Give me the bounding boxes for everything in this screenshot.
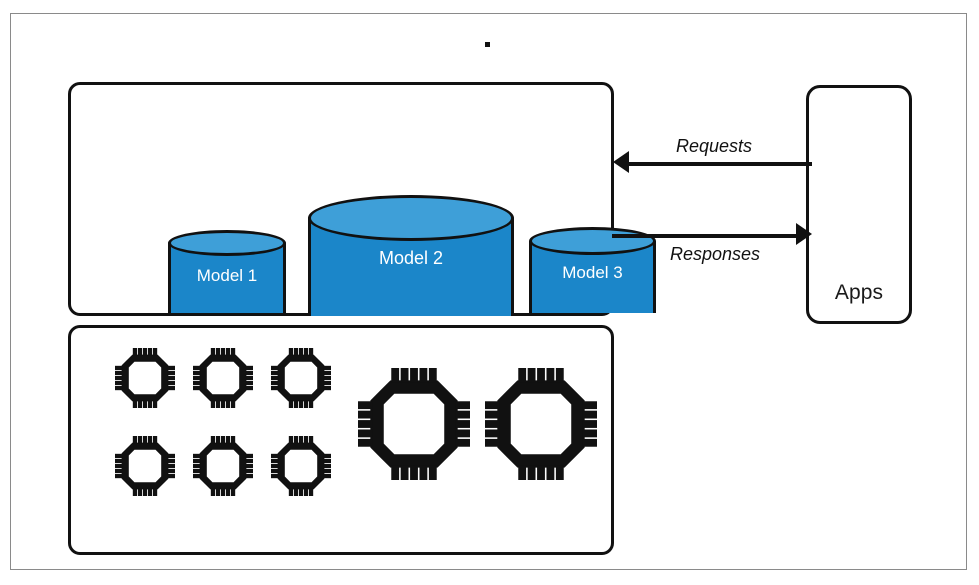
chip-large-1-icon: [358, 368, 470, 480]
model-1-cylinder[interactable]: Model 1: [168, 230, 286, 325]
requests-arrow-line: [624, 162, 812, 166]
model-2-label: Model 2: [378, 248, 444, 268]
apps-label: Apps: [834, 281, 884, 304]
requests-arrow-head: [613, 151, 629, 173]
responses-arrow-line: [612, 234, 798, 238]
chip-small-6-icon: [271, 436, 331, 496]
stray-dot: [485, 42, 490, 47]
apps-box[interactable]: Apps: [806, 85, 912, 324]
hardware-box: Hardware: [68, 325, 614, 555]
chip-large-2-icon: [485, 368, 597, 480]
inference-server-box: Model 1 Model 2 Model 3 Inference server: [68, 82, 656, 390]
model-1-label: Model 1: [196, 266, 258, 285]
cylinder-top: [168, 230, 286, 256]
chip-small-3-icon: [271, 348, 331, 408]
chip-small-4-icon: [115, 436, 175, 496]
chip-small-5-icon: [193, 436, 253, 496]
model-3-label: Model 3: [562, 263, 623, 282]
model-2-cylinder[interactable]: Model 2: [308, 195, 514, 327]
responses-label: Responses: [669, 244, 761, 264]
responses-arrow-head: [796, 223, 812, 245]
chip-small-1-icon: [115, 348, 175, 408]
cylinder-top: [308, 195, 514, 241]
requests-label: Requests: [675, 136, 753, 156]
model-3-cylinder[interactable]: Model 3: [529, 227, 656, 326]
cylinder-top: [529, 227, 656, 255]
chip-small-2-icon: [193, 348, 253, 408]
